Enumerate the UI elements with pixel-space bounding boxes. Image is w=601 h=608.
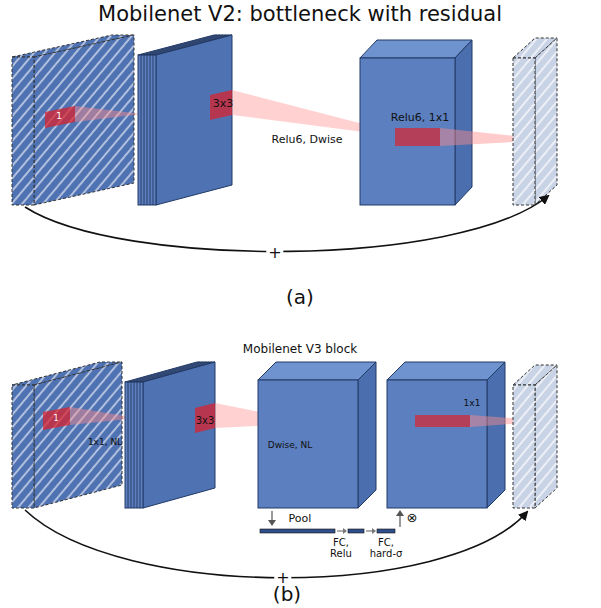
kernel-patch xyxy=(395,128,440,146)
slice-line xyxy=(140,362,212,382)
slice-line xyxy=(147,35,223,55)
residual-arrow xyxy=(25,196,548,251)
slice-line xyxy=(134,362,206,382)
layer-label: Relu6, Dwise xyxy=(272,134,343,146)
output-tensor xyxy=(513,365,557,508)
panel-label: (a) xyxy=(286,286,314,308)
slice-line xyxy=(150,55,151,205)
residual-arrow xyxy=(25,510,527,578)
se-branch xyxy=(260,510,404,534)
output-tensor xyxy=(513,38,557,205)
kernel-label: 1 xyxy=(56,112,62,122)
multiply-symbol: ⊗ xyxy=(407,511,418,525)
slice-line xyxy=(153,35,229,55)
expanded-tensor xyxy=(125,362,215,508)
input-tensor xyxy=(12,35,134,205)
slice-line xyxy=(147,55,148,205)
pool-label: Pool xyxy=(289,513,312,525)
panel-label: (b) xyxy=(273,583,301,605)
input-tensor xyxy=(12,362,122,508)
slice-line xyxy=(153,55,154,205)
kernel-label: 3x3 xyxy=(196,415,215,426)
fc-label: FC, hard-σ xyxy=(364,537,408,559)
add-symbol: + xyxy=(266,244,283,262)
kernel-label: 3x3 xyxy=(213,98,234,110)
se-tensor xyxy=(387,362,505,508)
slice-line xyxy=(134,382,135,508)
layer-label: 1x1, NL xyxy=(88,438,122,448)
channel-slices xyxy=(128,362,212,508)
kernel-label: 1x1 xyxy=(464,399,481,409)
kernel-patch xyxy=(195,403,215,433)
projection xyxy=(75,106,142,122)
slice-line xyxy=(140,382,141,508)
slice-line xyxy=(128,362,200,382)
kernel-patch xyxy=(45,106,75,128)
slice-line xyxy=(144,55,145,205)
layer-label: Dwise, NL xyxy=(268,441,313,451)
slice-line xyxy=(137,362,209,382)
slice-line xyxy=(141,35,217,55)
slice-line xyxy=(137,382,138,508)
slice-line xyxy=(128,382,129,508)
expanded-tensor xyxy=(138,35,232,205)
kernel-patch xyxy=(43,407,70,430)
kernel-patch xyxy=(415,415,470,427)
slice-line xyxy=(144,35,220,55)
channel-slices xyxy=(141,35,229,205)
slice-line xyxy=(150,35,226,55)
fc-label: FC, Relu xyxy=(326,537,356,559)
slice-line xyxy=(141,55,142,205)
slice-line xyxy=(131,382,132,508)
block-title: Mobilenet V3 block xyxy=(243,343,357,356)
depthwise-tensor xyxy=(360,40,472,205)
depthwise-tensor xyxy=(258,362,376,508)
slice-line xyxy=(131,362,203,382)
kernel-label: 1 xyxy=(53,415,58,424)
figure-title: Mobilenet V2: bottleneck with residual xyxy=(98,3,502,26)
layer-label: Relu6, 1x1 xyxy=(391,112,449,124)
